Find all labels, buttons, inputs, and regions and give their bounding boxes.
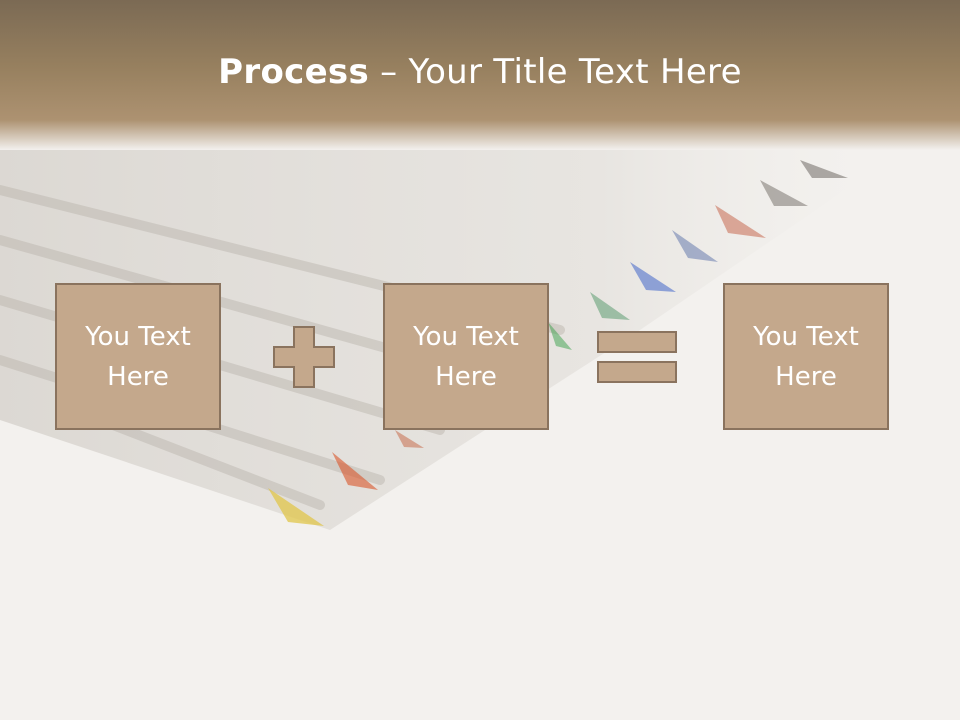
title-rest-part: – Your Title Text Here xyxy=(369,52,742,92)
plus-icon xyxy=(273,326,335,388)
slide-title: Process – Your Title Text Here xyxy=(0,52,960,92)
process-box-1[interactable]: You Text Here xyxy=(55,283,221,430)
title-band xyxy=(0,0,960,150)
equals-icon xyxy=(597,331,677,383)
title-bold-part: Process xyxy=(218,52,370,92)
result-box[interactable]: You Text Here xyxy=(723,283,889,430)
process-box-2[interactable]: You Text Here xyxy=(383,283,549,430)
